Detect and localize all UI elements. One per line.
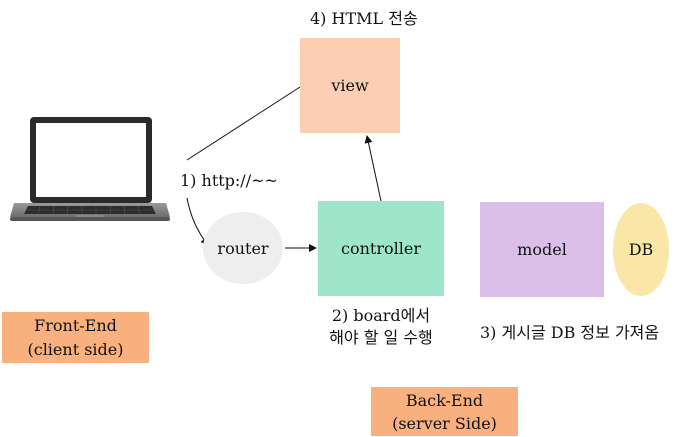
db-label: DB bbox=[628, 240, 654, 259]
model-label: model bbox=[517, 240, 567, 259]
frontend-line1: Front-End bbox=[34, 315, 117, 335]
frontend-box: Front-End (client side) bbox=[2, 312, 149, 363]
controller-node: controller bbox=[318, 201, 444, 296]
step3-label: 3) 게시글 DB 정보 가져옴 bbox=[480, 323, 660, 342]
controller-to-view-arrow bbox=[364, 135, 382, 202]
frontend-line2: (client side) bbox=[27, 339, 124, 359]
step1-label: 1) http://~~ bbox=[180, 171, 278, 190]
view-node: view bbox=[300, 38, 400, 133]
step2-line1: 2) board에서 bbox=[331, 306, 431, 325]
view-label: view bbox=[331, 76, 369, 95]
step2-label: 2) board에서 해야 할 일 수행 bbox=[306, 305, 456, 349]
backend-line2: (server Side) bbox=[392, 413, 497, 433]
step4-label: 4) HTML 전송 bbox=[310, 9, 418, 28]
laptop-icon bbox=[10, 117, 170, 221]
router-node: router bbox=[203, 212, 283, 284]
db-node: DB bbox=[613, 203, 669, 296]
model-node: model bbox=[480, 202, 604, 297]
router-label: router bbox=[217, 238, 269, 258]
view-to-client-line bbox=[186, 86, 301, 161]
controller-label: controller bbox=[341, 239, 421, 258]
step2-line2: 해야 할 일 수행 bbox=[329, 328, 433, 347]
backend-box: Back-End (server Side) bbox=[371, 387, 518, 436]
backend-line1: Back-End bbox=[405, 390, 484, 410]
